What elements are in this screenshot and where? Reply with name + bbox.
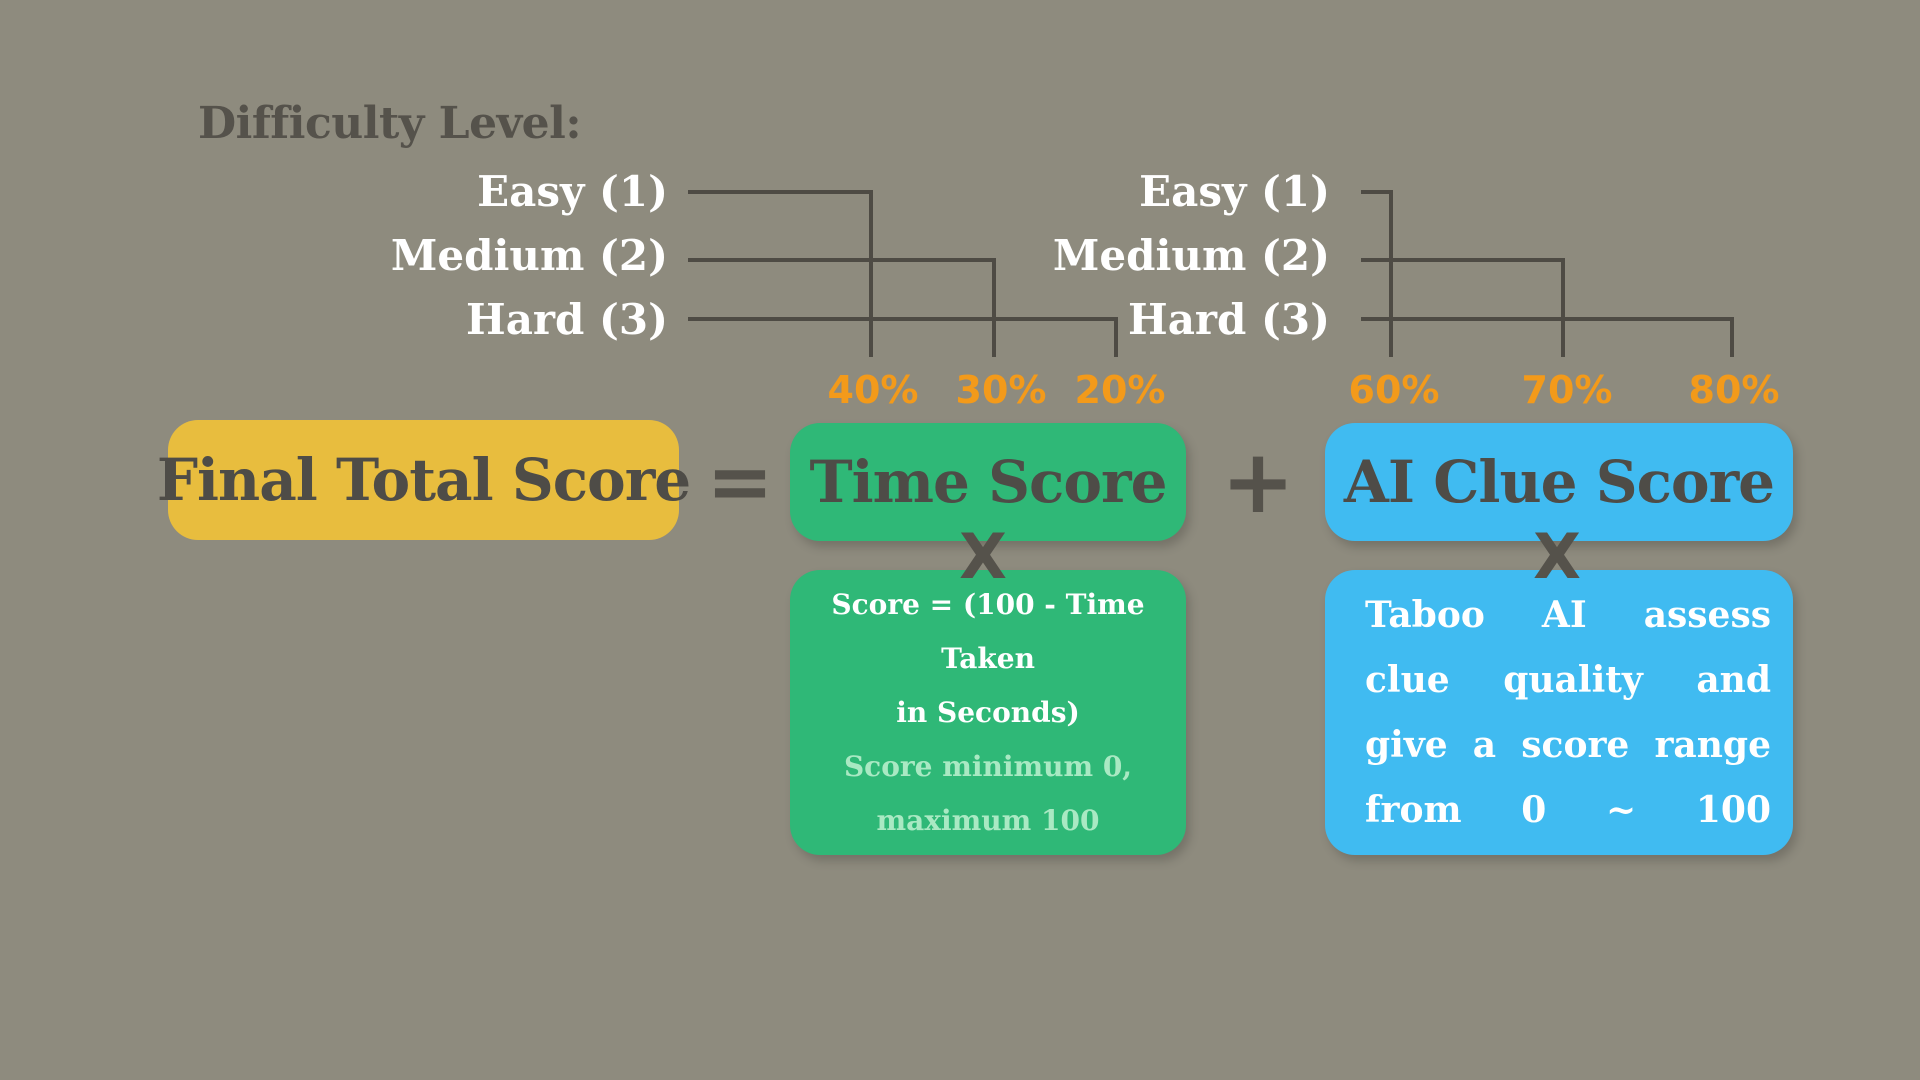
time-formula-box: Score = (100 - Time Taken in Seconds) Sc… [790, 570, 1186, 855]
time-level-hard: Hard (3) [466, 295, 668, 344]
time-pct-medium: 30% [955, 368, 1047, 412]
time-formula-line-1: Score = (100 - Time Taken [831, 587, 1145, 675]
ai-level-medium: Medium (2) [1052, 231, 1330, 280]
time-pct-hard: 20% [1074, 368, 1166, 412]
time-hard-connector [688, 317, 1118, 357]
final-total-score-label: Final Total Score [156, 446, 691, 514]
time-easy-connector [688, 190, 873, 357]
ai-formula-box: Taboo AI assess clue quality and give a … [1325, 570, 1793, 855]
equals-sign: = [706, 435, 774, 528]
ai-level-easy: Easy (1) [1139, 167, 1330, 216]
difficulty-heading: Difficulty Level: [198, 98, 582, 149]
time-level-medium: Medium (2) [390, 231, 668, 280]
ai-hard-connector [1361, 317, 1734, 357]
ai-clue-score-label: AI Clue Score [1343, 448, 1775, 516]
time-formula-line-2: in Seconds) [896, 695, 1080, 729]
plus-sign: + [1221, 430, 1295, 533]
time-score-box: Time Score [790, 423, 1186, 541]
time-formula-note-1: Score minimum 0, [843, 749, 1133, 783]
time-formula-note-2: maximum 100 [876, 803, 1100, 837]
time-score-label: Time Score [809, 448, 1167, 516]
ai-clue-score-box: AI Clue Score [1325, 423, 1793, 541]
ai-pct-hard: 80% [1688, 368, 1780, 412]
ai-pct-medium: 70% [1521, 368, 1613, 412]
ai-multiply-sign: X [1533, 520, 1581, 593]
ai-pct-easy: 60% [1348, 368, 1440, 412]
ai-medium-connector [1361, 258, 1565, 357]
ai-formula-text: Taboo AI assess clue quality and give a … [1365, 593, 1771, 831]
ai-easy-connector [1361, 190, 1393, 357]
time-medium-connector [688, 258, 996, 357]
ai-level-hard: Hard (3) [1128, 295, 1330, 344]
time-level-easy: Easy (1) [477, 167, 668, 216]
time-multiply-sign: X [959, 520, 1007, 593]
final-total-score-box: Final Total Score [157, 420, 691, 540]
time-pct-easy: 40% [827, 368, 919, 412]
